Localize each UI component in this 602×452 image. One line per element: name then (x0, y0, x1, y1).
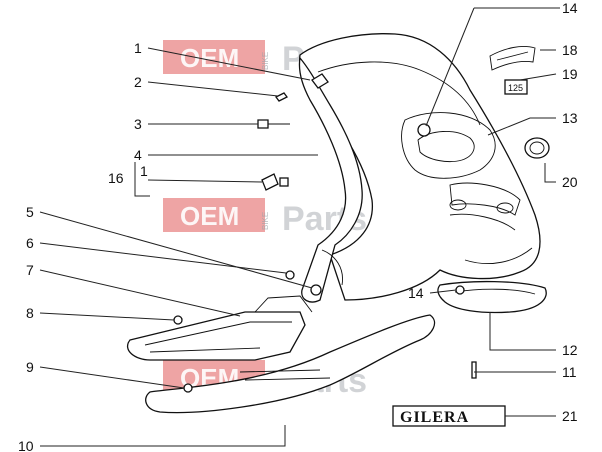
watermark-bike-text: BIKE (261, 212, 270, 230)
callout-11: 11 (562, 364, 577, 380)
callout-16: 16 (108, 170, 124, 186)
callout-8: 8 (26, 305, 34, 321)
lower-nose-cover (437, 280, 547, 314)
screw-11 (471, 361, 477, 379)
nut-16 (279, 177, 289, 187)
callout-9: 9 (26, 359, 34, 375)
screw-6 (285, 270, 295, 280)
callout-4: 4 (134, 147, 142, 163)
leader-lines (39, 7, 560, 447)
callout-12: 12 (562, 342, 578, 358)
watermark-oem-text: OEM (180, 43, 239, 73)
emblem-14 (417, 123, 431, 137)
watermark-bike-text: BIKE (261, 52, 270, 70)
callout-6: 6 (26, 235, 34, 251)
callout-7: 7 (26, 262, 34, 278)
callout-19: 19 (562, 66, 578, 82)
callout-2: 2 (134, 74, 142, 90)
screw-8 (173, 315, 183, 325)
callout-21: 21 (562, 408, 578, 424)
watermark-oem-text: OEM (180, 201, 239, 231)
front-shield (299, 33, 541, 301)
clip-16 (261, 173, 279, 191)
grommet-5 (310, 284, 322, 296)
callout-16-kit: 1 (140, 163, 148, 179)
footboard-frame (126, 295, 313, 361)
decal-gilera: GILERA (392, 405, 506, 427)
side-skirt (145, 314, 436, 414)
callout-14-lower: 14 (408, 285, 424, 301)
callout-3: 3 (134, 116, 142, 132)
callout-18: 18 (562, 42, 578, 58)
gilera-text: GILERA (400, 409, 469, 426)
callout-13: 13 (562, 110, 578, 126)
emblem-20 (524, 137, 550, 159)
screw-14 (455, 285, 465, 295)
hardware-parts (173, 73, 550, 393)
callout-labels: 1 2 3 4 16 1 5 6 7 8 9 10 14 18 19 13 20… (18, 0, 578, 452)
callout-1: 1 (134, 40, 142, 56)
callout-20: 20 (562, 174, 578, 190)
decal-model-name (489, 45, 536, 71)
callout-14-top: 14 (562, 0, 578, 16)
screw-2 (275, 92, 288, 102)
clip-9 (183, 383, 193, 393)
decal-125: 125 (504, 79, 528, 95)
badge-125-text: 125 (508, 83, 523, 93)
callout-5: 5 (26, 204, 34, 220)
leg-shield-tunnel (298, 56, 363, 303)
bolt-3 (257, 119, 269, 129)
badge-holder-1 (311, 73, 329, 89)
callout-10: 10 (18, 438, 34, 452)
